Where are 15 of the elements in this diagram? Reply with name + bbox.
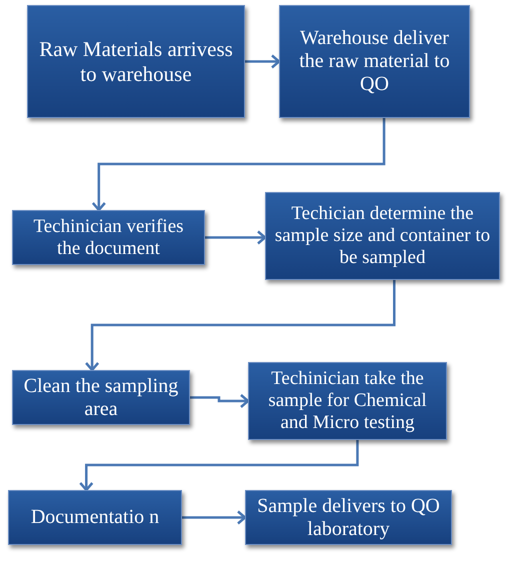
- process-box: Techinician take the sample for Chemical and Micro testing: [248, 362, 447, 440]
- process-box: Sample delivers to QO laboratory: [245, 490, 452, 545]
- arrow: [79, 440, 359, 492]
- arrow: [190, 394, 250, 408]
- arrow: [182, 510, 246, 525]
- arrow: [205, 230, 266, 245]
- process-box: Documentatio n: [8, 490, 182, 545]
- process-box: Techician determine the sample size and container to be sampled: [265, 192, 500, 280]
- arrow: [84, 280, 396, 372]
- process-box: Techinician verifies the document: [12, 210, 205, 265]
- process-box: Raw Materials arrivess to warehouse: [27, 5, 245, 118]
- arrow: [245, 54, 280, 69]
- process-box: Clean the sampling area: [12, 370, 190, 425]
- arrow: [92, 118, 386, 212]
- process-box: Warehouse deliver the raw material to QO: [279, 5, 470, 118]
